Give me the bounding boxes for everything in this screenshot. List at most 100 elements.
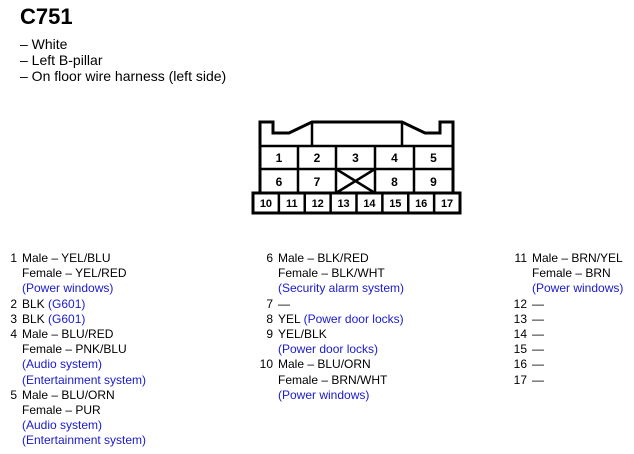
- pin-entry-17: 17 —: [510, 373, 623, 388]
- pin-label-5: 5: [430, 151, 437, 165]
- pin-label-13: 13: [337, 198, 349, 210]
- pin-entry-12: 12 —: [510, 297, 623, 312]
- pin-number: 7: [266, 296, 273, 311]
- pin-number: 13: [513, 311, 527, 326]
- detail-location: – Left B-pillar: [20, 52, 103, 68]
- wire-spec: —: [532, 357, 544, 372]
- pin-desc-line: —: [278, 297, 290, 312]
- system-reference: (Audio system): [22, 418, 103, 433]
- wire-spec: Male – BLU/RED: [22, 327, 114, 342]
- pin-desc-line: Female – PNK/BLU: [22, 342, 146, 357]
- pin-entry-3: 3 BLK (G601): [6, 312, 146, 327]
- pin-desc-line: (Power windows): [532, 281, 623, 296]
- pin-desc-line: Male – YEL/BLU: [22, 251, 127, 266]
- pin-label-9: 9: [430, 175, 437, 189]
- pin-desc-line: —: [532, 357, 544, 372]
- pin-desc-line: Female – YEL/RED: [22, 266, 127, 281]
- pin-desc-line: —: [532, 327, 544, 342]
- pin-desc-line: Male – BLU/ORN: [278, 357, 387, 372]
- pin-desc-line: YEL/BLK: [278, 327, 378, 342]
- wire-spec: Male – YEL/BLU: [22, 251, 111, 265]
- pin-desc-line: BLK (G601): [22, 312, 85, 327]
- pin-number: 1: [10, 251, 17, 265]
- wire-spec: BLK: [22, 311, 49, 326]
- pin-desc-line: Female – BLK/WHT: [278, 266, 404, 281]
- pin-label-2: 2: [314, 151, 321, 165]
- system-reference: (Security alarm system): [278, 281, 405, 296]
- wire-spec: Male – BLK/RED: [278, 251, 369, 265]
- pin-number: 16: [513, 357, 527, 372]
- pin-number: 5: [10, 387, 17, 402]
- system-reference: (Power windows): [532, 281, 624, 296]
- wire-spec: Female – BRN/WHT: [278, 372, 388, 387]
- pin-number: 12: [513, 296, 527, 311]
- pin-number: 6: [266, 251, 273, 265]
- pin-desc-line: (Audio system): [22, 418, 146, 433]
- pin-number: 14: [513, 327, 527, 342]
- pin-number: 3: [10, 311, 17, 326]
- unused-cavity-cross: [335, 167, 376, 195]
- pin-number: 9: [266, 327, 273, 342]
- pin-desc-line: —: [532, 342, 544, 357]
- pin-desc-line: Female – BRN: [532, 266, 623, 281]
- pin-label-6: 6: [276, 175, 283, 189]
- pin-desc-line: Male – BLU/RED: [22, 327, 146, 342]
- system-reference: (Power windows): [278, 387, 370, 402]
- pin-desc-line: (Power windows): [22, 281, 127, 296]
- wire-spec: Female – PUR: [22, 403, 101, 418]
- wire-spec: —: [278, 296, 290, 311]
- pin-label-17: 17: [441, 198, 453, 210]
- system-reference: (Power door locks): [303, 311, 404, 326]
- pin-desc-line: (Entertainment system): [22, 373, 146, 388]
- system-reference: (Entertainment system): [22, 433, 147, 448]
- wire-spec: —: [532, 296, 544, 311]
- detail-color: – White: [20, 36, 68, 52]
- system-reference: (Power door locks): [278, 342, 379, 357]
- pin-number: 17: [513, 372, 527, 387]
- pin-desc-line: Female – BRN/WHT: [278, 373, 387, 388]
- wire-spec: Female – BLK/WHT: [278, 266, 385, 281]
- pin-label-14: 14: [363, 198, 376, 210]
- pin-number: 8: [266, 311, 273, 326]
- pin-entry-13: 13 —: [510, 312, 623, 327]
- wire-spec: —: [532, 372, 544, 387]
- pin-label-10: 10: [260, 198, 272, 210]
- pin-desc-line: YEL (Power door locks): [278, 312, 404, 327]
- pin-number: 2: [10, 296, 17, 311]
- pin-number: 10: [259, 357, 273, 372]
- connector-housing-outline: [258, 120, 455, 193]
- system-reference: (G601): [48, 311, 86, 326]
- pin-entry-16: 16 —: [510, 357, 623, 372]
- pin-desc-line: (Audio system): [22, 357, 146, 372]
- pin-label-3: 3: [352, 151, 359, 165]
- wire-spec: Female – BRN: [532, 266, 611, 281]
- pin-label-11: 11: [286, 198, 298, 210]
- wire-spec: Male – BRN/YEL: [532, 251, 623, 265]
- wire-spec: —: [532, 342, 544, 357]
- pin-desc-line: (Entertainment system): [22, 433, 146, 448]
- pin-label-16: 16: [415, 198, 427, 210]
- pin-entry-8: 8 YEL (Power door locks): [257, 312, 404, 327]
- connector-title: C751: [20, 4, 73, 29]
- pin-desc-line: —: [532, 312, 544, 327]
- pin-entry-7: 7—: [257, 297, 404, 312]
- wire-spec: —: [532, 311, 544, 326]
- pin-label-1: 1: [276, 151, 283, 165]
- wire-spec: YEL: [278, 311, 304, 326]
- pin-desc-line: —: [532, 373, 544, 388]
- system-reference: (Entertainment system): [22, 372, 147, 387]
- system-reference: (Power windows): [22, 281, 114, 296]
- system-reference: (G601): [48, 296, 86, 311]
- wire-spec: Female – YEL/RED: [22, 266, 127, 281]
- pin-label-15: 15: [389, 198, 401, 210]
- system-reference: (Audio system): [22, 357, 103, 372]
- connector-details: – White – Left B-pillar – On floor wire …: [20, 36, 226, 84]
- pin-number: 11: [514, 251, 527, 265]
- pin-entry-15: 15—: [510, 342, 623, 357]
- pin-label-8: 8: [391, 175, 398, 189]
